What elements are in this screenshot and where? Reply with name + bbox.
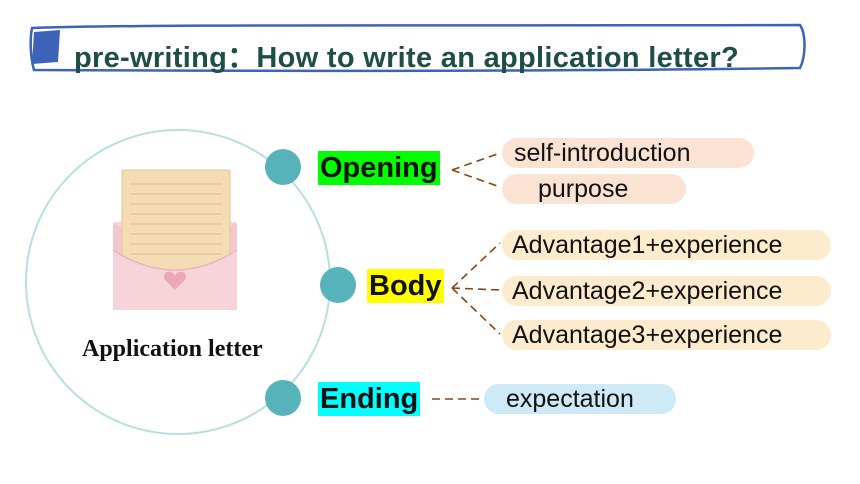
item-advantage2: Advantage2+experience xyxy=(502,276,831,306)
node-opening xyxy=(265,149,301,185)
page-title: pre-writing：How to write an application … xyxy=(74,42,740,74)
title-banner-frame xyxy=(29,23,806,73)
title-banner xyxy=(28,22,806,73)
item-expectation: expectation xyxy=(484,384,676,414)
heart-icon xyxy=(164,271,186,290)
title-marker-icon xyxy=(32,30,60,64)
label-body: Body xyxy=(367,269,444,303)
item-purpose: purpose xyxy=(502,174,686,204)
letter-caption: Application letter xyxy=(82,336,263,362)
connectors xyxy=(432,152,501,400)
label-ending: Ending xyxy=(318,382,421,416)
item-self-introduction: self-introduction xyxy=(502,138,754,168)
envelope-icon xyxy=(112,169,238,310)
item-advantage3: Advantage3+experience xyxy=(502,320,831,350)
label-opening: Opening xyxy=(318,151,440,185)
item-advantage1: Advantage1+experience xyxy=(502,230,831,260)
node-ending xyxy=(265,380,301,416)
node-body xyxy=(320,267,356,303)
